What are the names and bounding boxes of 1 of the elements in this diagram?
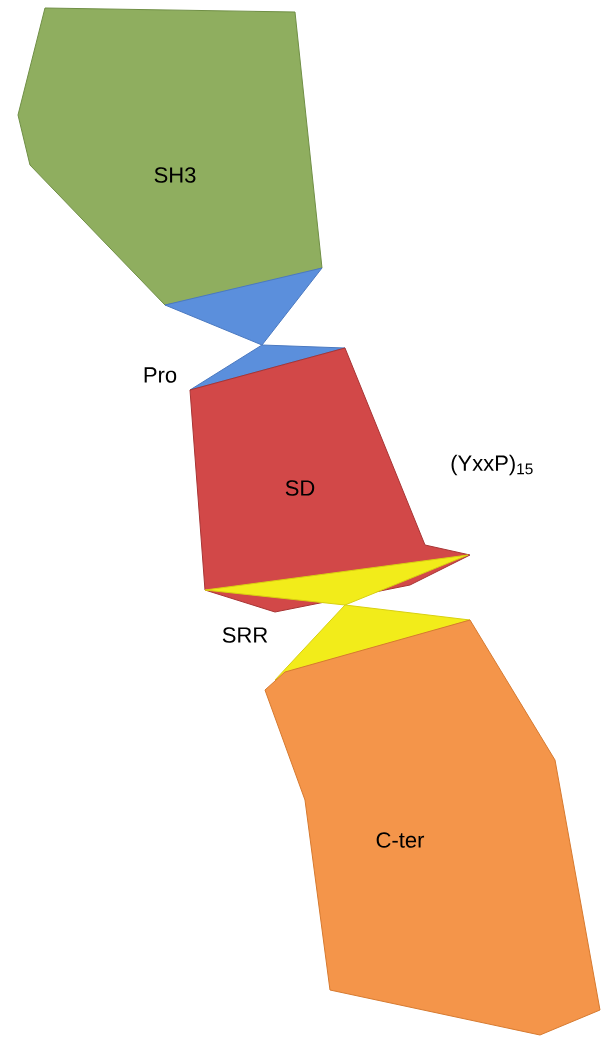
node-label: Pro: [144, 367, 177, 383]
